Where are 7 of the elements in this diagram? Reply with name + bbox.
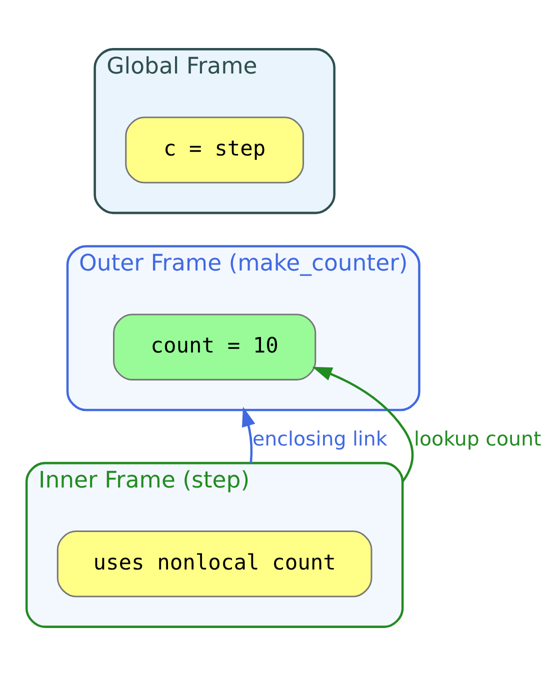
arrow [242,406,256,463]
arrow [312,366,414,482]
node-box: count = 10 [113,313,316,380]
edge-label: lookup count [414,426,542,450]
node-box: uses nonlocal count [56,530,372,597]
node-box: c = step [125,116,304,183]
edge-label: enclosing link [252,426,388,450]
